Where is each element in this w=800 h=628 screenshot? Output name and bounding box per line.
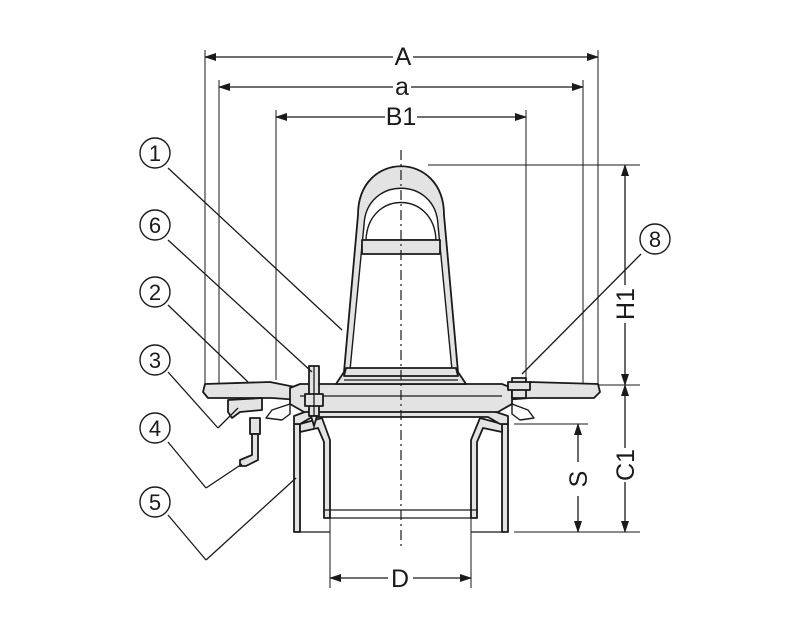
callout-1-label: 1 xyxy=(149,141,161,166)
callout-4-label: 4 xyxy=(149,416,161,441)
dim-label-S: S xyxy=(565,471,593,488)
callout-3: 3 xyxy=(139,344,171,376)
callout-4: 4 xyxy=(139,412,171,444)
callout-8: 8 xyxy=(639,223,671,255)
dim-label-A: A xyxy=(395,43,412,71)
callout-2: 2 xyxy=(139,276,171,308)
callout-6-label: 6 xyxy=(149,213,161,238)
callouts: 1 6 2 3 4 5 8 xyxy=(139,137,671,518)
heating-connector xyxy=(239,417,261,467)
extension-lines xyxy=(204,50,640,588)
bolts xyxy=(304,365,531,428)
callout-3-label: 3 xyxy=(149,348,161,373)
dim-label-H1: H1 xyxy=(612,288,640,320)
callout-leaders xyxy=(167,167,642,561)
callout-1: 1 xyxy=(139,137,171,169)
left-bolt xyxy=(304,365,324,428)
callout-5: 5 xyxy=(139,486,171,518)
dim-label-a: a xyxy=(395,73,409,101)
callout-5-label: 5 xyxy=(149,490,161,515)
dim-label-D: D xyxy=(391,565,409,593)
callout-8-label: 8 xyxy=(649,227,661,252)
callout-6: 6 xyxy=(139,209,171,241)
dimension-lines xyxy=(204,53,629,582)
right-bolt xyxy=(507,377,531,399)
dim-label-C1: C1 xyxy=(612,449,640,481)
dimension-labels: A a B1 D H1 C1 S xyxy=(386,43,640,593)
callout-2-label: 2 xyxy=(149,280,161,305)
dim-label-B1: B1 xyxy=(386,103,417,131)
